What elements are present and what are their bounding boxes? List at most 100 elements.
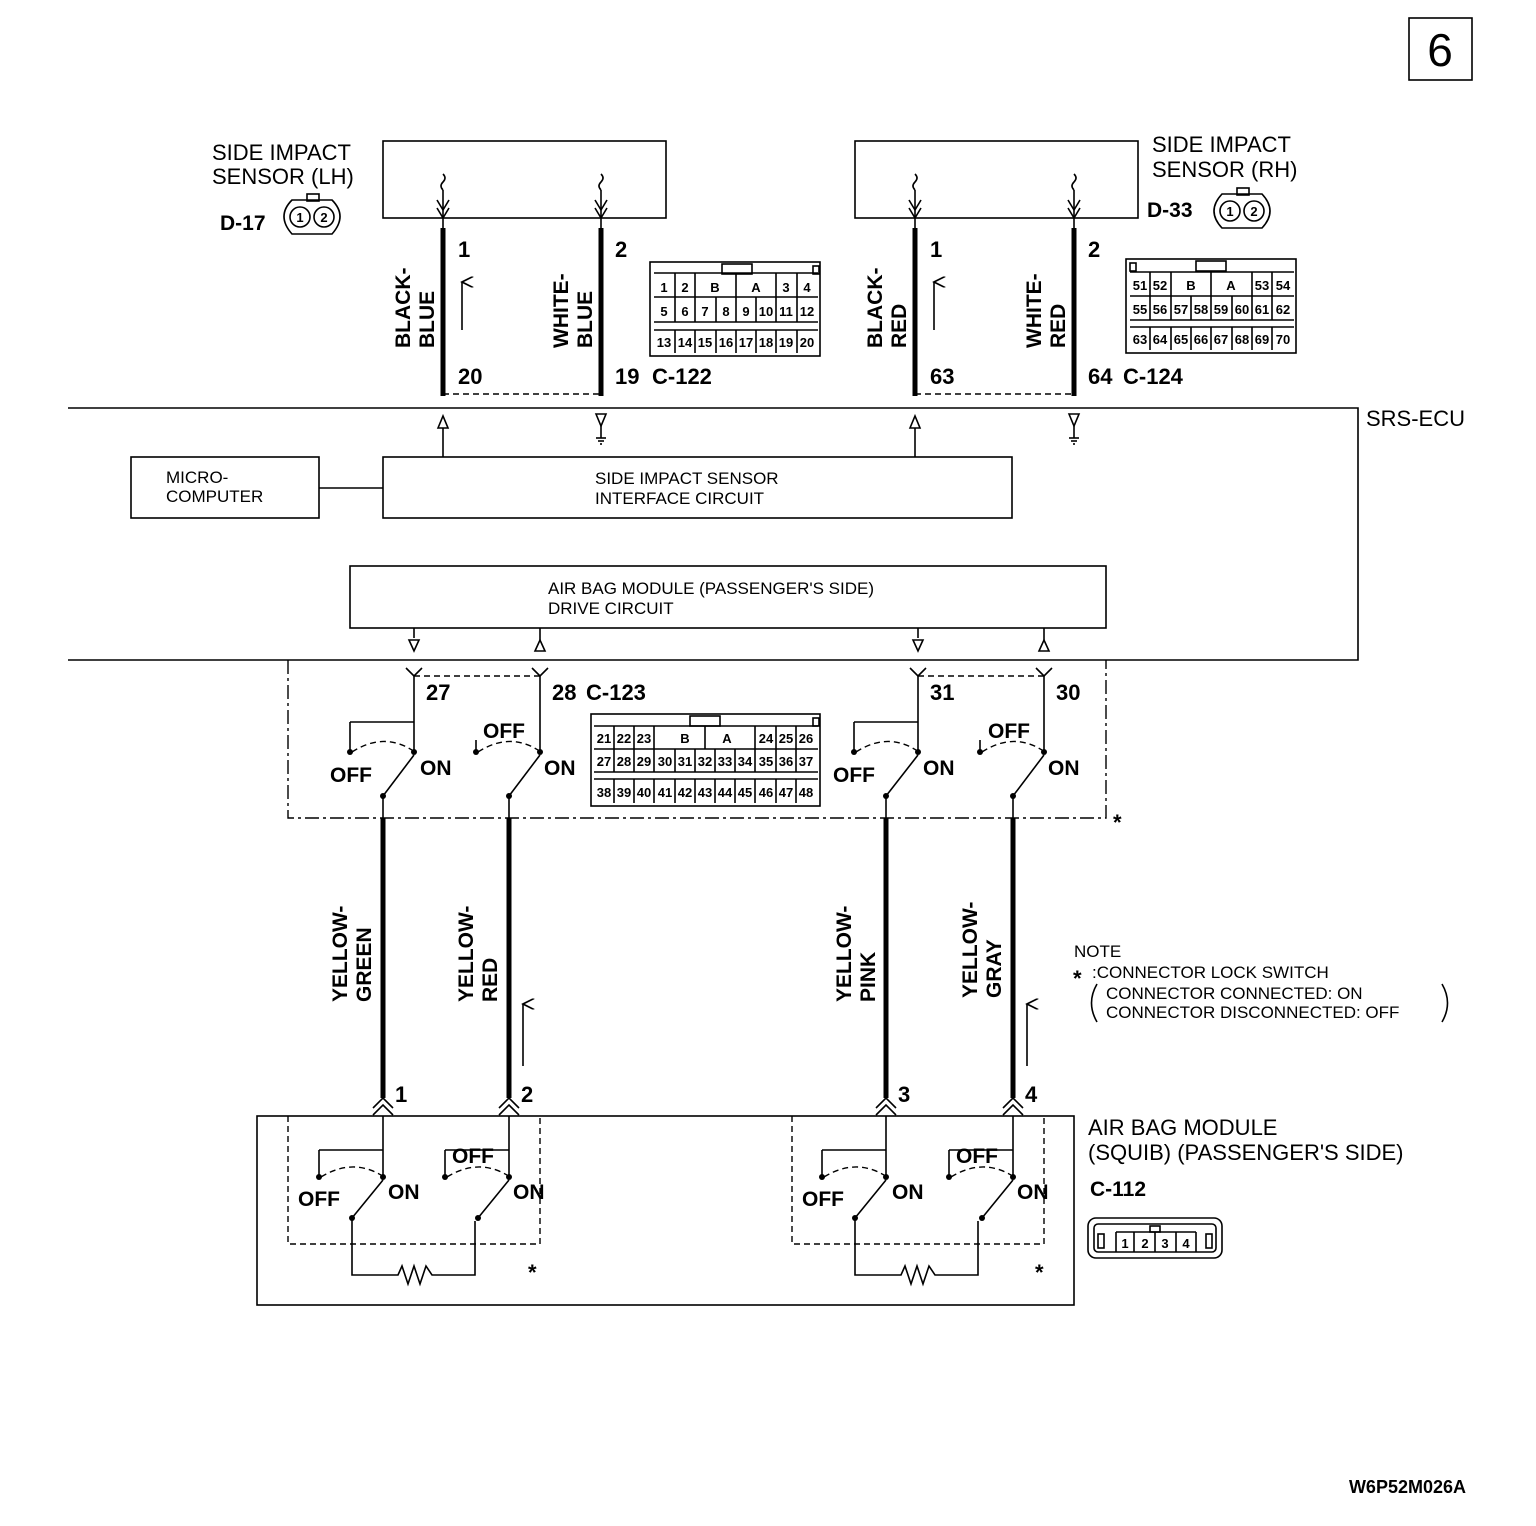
switch-off-label: OFF: [988, 720, 1030, 743]
connector-d33-label: D-33: [1147, 199, 1193, 222]
ecu-pin-31: 31: [930, 680, 954, 705]
w-ab2-color1: YELLOW-: [455, 906, 478, 1002]
connector-c122-label: C-122: [652, 364, 712, 389]
c122-cav: 4: [803, 280, 811, 295]
ecu-pin-19: 19: [615, 364, 639, 389]
c123-cav: 44: [718, 785, 733, 800]
switch-off-label: OFF: [452, 1145, 494, 1168]
w-ab2-color2: RED: [479, 958, 502, 1002]
d33-pin1: 1: [1226, 204, 1233, 219]
sensor-lh-name-line2: SENSOR (LH): [212, 164, 354, 189]
w-lh1-color1: BLACK-: [392, 268, 415, 348]
interface-circuit-line2: INTERFACE CIRCUIT: [595, 489, 764, 508]
c122-cav: B: [710, 280, 719, 295]
c122-cav: 13: [657, 335, 671, 350]
c112-cav: 4: [1182, 1236, 1190, 1251]
c124-cav: 51: [1133, 278, 1147, 293]
c123-cav: 45: [738, 785, 752, 800]
c122-cav: 16: [719, 335, 733, 350]
c123-cav: 36: [779, 754, 793, 769]
module-pin-4: 4: [1025, 1082, 1038, 1107]
switch-off-label: OFF: [833, 764, 875, 787]
connector-c123-label: C-123: [586, 680, 646, 705]
drive-circuit-line1: AIR BAG MODULE (PASSENGER'S SIDE): [548, 579, 874, 598]
c124-cav: 55: [1133, 302, 1147, 317]
c123-cav: B: [680, 731, 689, 746]
page-number: 6: [1427, 24, 1453, 76]
c122-cav: 11: [779, 304, 793, 319]
c123-cav: 21: [597, 731, 611, 746]
w-ab3-color2: PINK: [857, 952, 880, 1002]
ecu-pin-64: 64: [1088, 364, 1113, 389]
module-asterisk: *: [1035, 1260, 1044, 1285]
module-pin-1: 1: [395, 1082, 407, 1107]
rh-pin-2: 2: [1088, 237, 1100, 262]
ecu-pin-27: 27: [426, 680, 450, 705]
c123-cav: 40: [637, 785, 651, 800]
note-asterisk: *: [1073, 966, 1082, 991]
c124-cav: 57: [1174, 302, 1188, 317]
drive-circuit-block: AIR BAG MODULE (PASSENGER'S SIDE) DRIVE …: [349, 565, 1107, 653]
ecu-pin-28: 28: [552, 680, 576, 705]
note-line1: :CONNECTOR LOCK SWITCH: [1092, 963, 1329, 982]
c123-cav: 43: [698, 785, 712, 800]
c122-cav: 3: [782, 280, 789, 295]
c123-cav: 37: [799, 754, 813, 769]
w-ab1-color2: GREEN: [353, 927, 376, 1002]
c123-cav: 26: [799, 731, 813, 746]
switch-on-label: ON: [544, 757, 576, 780]
sensor-rh-name-line1: SIDE IMPACT: [1152, 132, 1291, 157]
w-lh2-color2: BLUE: [574, 291, 597, 348]
c123-cav: 46: [759, 785, 773, 800]
note-line2: CONNECTOR CONNECTED: ON: [1106, 984, 1363, 1003]
ecu-pin-20: 20: [458, 364, 482, 389]
switch-off-label: OFF: [298, 1188, 340, 1211]
c124-cav: 53: [1255, 278, 1269, 293]
c123-cav: 48: [799, 785, 813, 800]
interface-circuit-line1: SIDE IMPACT SENSOR: [595, 469, 779, 488]
switch-on-label: ON: [923, 757, 955, 780]
ecu-lock-switch-area: *: [287, 660, 1122, 835]
w-rh1-color1: BLACK-: [864, 268, 887, 348]
air-bag-module-line2: (SQUIB) (PASSENGER'S SIDE): [1088, 1140, 1404, 1165]
ecu-pin-30: 30: [1056, 680, 1080, 705]
w-rh2-color2: RED: [1047, 304, 1070, 348]
c122-cav: A: [751, 280, 761, 295]
c123-cav: 28: [617, 754, 631, 769]
c123-cav: 34: [738, 754, 753, 769]
ecu-pin-63: 63: [930, 364, 954, 389]
c124-cav: 68: [1235, 332, 1249, 347]
sensor-lh-name-line1: SIDE IMPACT: [212, 140, 351, 165]
connector-c122-face: 1 2 B A 3 4 5 6 7 8 9 10 11 12 13 14 15 …: [649, 261, 821, 357]
c123-cav: 39: [617, 785, 631, 800]
module-pin-3: 3: [898, 1082, 910, 1107]
c122-cav: 12: [800, 304, 814, 319]
note-line3: CONNECTOR DISCONNECTED: OFF: [1106, 1003, 1399, 1022]
c123-cav: 47: [779, 785, 793, 800]
w-ab4-color2: GRAY: [983, 939, 1006, 998]
c123-cav: 25: [779, 731, 793, 746]
c122-cav: 10: [759, 304, 773, 319]
c124-cav: 67: [1214, 332, 1228, 347]
c124-cav: 62: [1276, 302, 1290, 317]
microcomputer-line2: COMPUTER: [166, 487, 263, 506]
w-lh1-color2: BLUE: [416, 291, 439, 348]
switch-off-label: OFF: [483, 720, 525, 743]
c122-cav: 15: [698, 335, 712, 350]
switch-on-label: ON: [513, 1181, 545, 1204]
c123-cav: 29: [637, 754, 651, 769]
switch-off-label: OFF: [330, 764, 372, 787]
c124-cav: 66: [1194, 332, 1208, 347]
switch-on-label: ON: [388, 1181, 420, 1204]
c112-cav: 1: [1121, 1236, 1128, 1251]
c123-cav: 32: [698, 754, 712, 769]
switch-on-label: ON: [420, 757, 452, 780]
c124-cav: 69: [1255, 332, 1269, 347]
switch-on-label: ON: [1017, 1181, 1049, 1204]
c124-cav: 59: [1214, 302, 1228, 317]
module-asterisk: *: [528, 1260, 537, 1285]
c123-cav: 38: [597, 785, 611, 800]
c122-cav: 5: [660, 304, 667, 319]
connector-c124-face: 51 52 B A 53 54 55 56 57 58 59 60 61 62 …: [1125, 258, 1297, 354]
